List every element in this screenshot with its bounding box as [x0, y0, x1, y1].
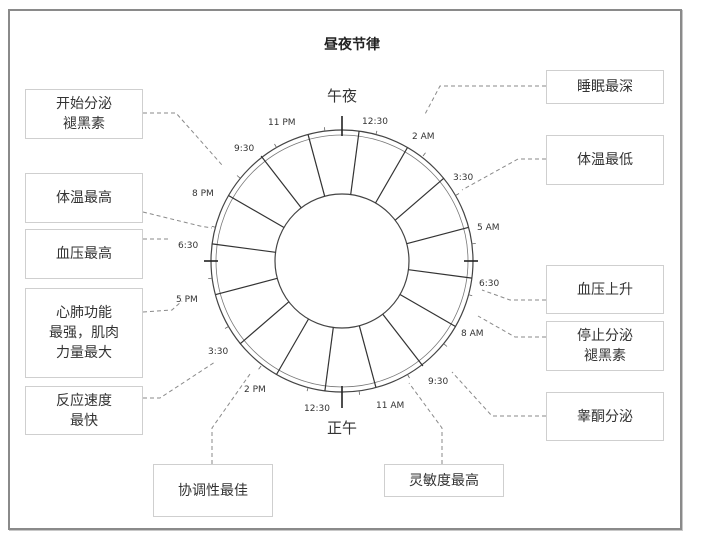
annotation-melatonin-stop: 停止分泌 褪黑素 — [546, 321, 664, 371]
time-label: 11 AM — [376, 401, 404, 411]
annotation-coordination-best: 协调性最佳 — [153, 464, 273, 517]
time-label: 12:30 — [304, 404, 330, 414]
leader-melatonin-stop — [477, 315, 546, 338]
cardinal-ticks — [204, 116, 478, 408]
leader-lines — [142, 85, 546, 464]
leader-temp-highest — [142, 211, 213, 229]
leader-bp-rise — [481, 289, 546, 301]
annotation-testosterone: 睾酮分泌 — [546, 392, 664, 441]
annotation-reaction-fastest: 反应速度 最快 — [25, 386, 143, 435]
time-label: 6:30 — [479, 279, 499, 289]
time-label: 6:30 — [178, 241, 198, 251]
noon-label: 正午 — [327, 419, 357, 437]
leader-testosterone — [451, 371, 546, 417]
time-label: 8 AM — [461, 329, 484, 339]
time-label: 12:30 — [362, 117, 388, 127]
annotation-cardio-muscle: 心肺功能 最强，肌肉 力量最大 — [25, 288, 143, 378]
annotation-deepest-sleep: 睡眠最深 — [546, 70, 664, 104]
time-labels: 12:30 2 AM 3:30 5 AM 6:30 8 AM 9:30 11 A… — [176, 117, 500, 414]
annotation-temp-lowest: 体温最低 — [546, 135, 664, 185]
annotation-alertness-highest: 灵敏度最高 — [384, 464, 504, 497]
diagram-title: 昼夜节律 — [324, 37, 380, 53]
annotation-bp-highest: 血压最高 — [25, 229, 143, 279]
minor-ticks — [208, 127, 476, 395]
leader-temp-lowest — [461, 158, 546, 191]
annotation-bp-rise: 血压上升 — [546, 265, 664, 314]
midnight-label: 午夜 — [327, 87, 357, 105]
annotation-temp-highest: 体温最高 — [25, 173, 143, 223]
annotation-melatonin-start: 开始分泌 褪黑素 — [25, 89, 143, 139]
time-label: 2 AM — [412, 132, 435, 142]
leader-alertness — [408, 382, 443, 464]
leader-coordination — [211, 373, 251, 464]
time-label: 3:30 — [208, 347, 228, 357]
leader-cardio-muscle — [142, 300, 183, 313]
leader-reaction-fastest — [143, 361, 216, 399]
spokes — [212, 131, 472, 391]
time-label: 5 AM — [477, 223, 500, 233]
inner-circle — [274, 193, 410, 329]
time-label: 9:30 — [234, 144, 254, 154]
time-label: 8 PM — [192, 189, 214, 199]
leader-deepest-sleep — [423, 85, 546, 117]
time-label: 3:30 — [453, 173, 473, 183]
time-label: 5 PM — [176, 295, 198, 305]
time-label: 11 PM — [268, 118, 296, 128]
time-label: 2 PM — [244, 385, 266, 395]
time-label: 9:30 — [428, 377, 448, 387]
leader-melatonin-start — [143, 112, 223, 166]
